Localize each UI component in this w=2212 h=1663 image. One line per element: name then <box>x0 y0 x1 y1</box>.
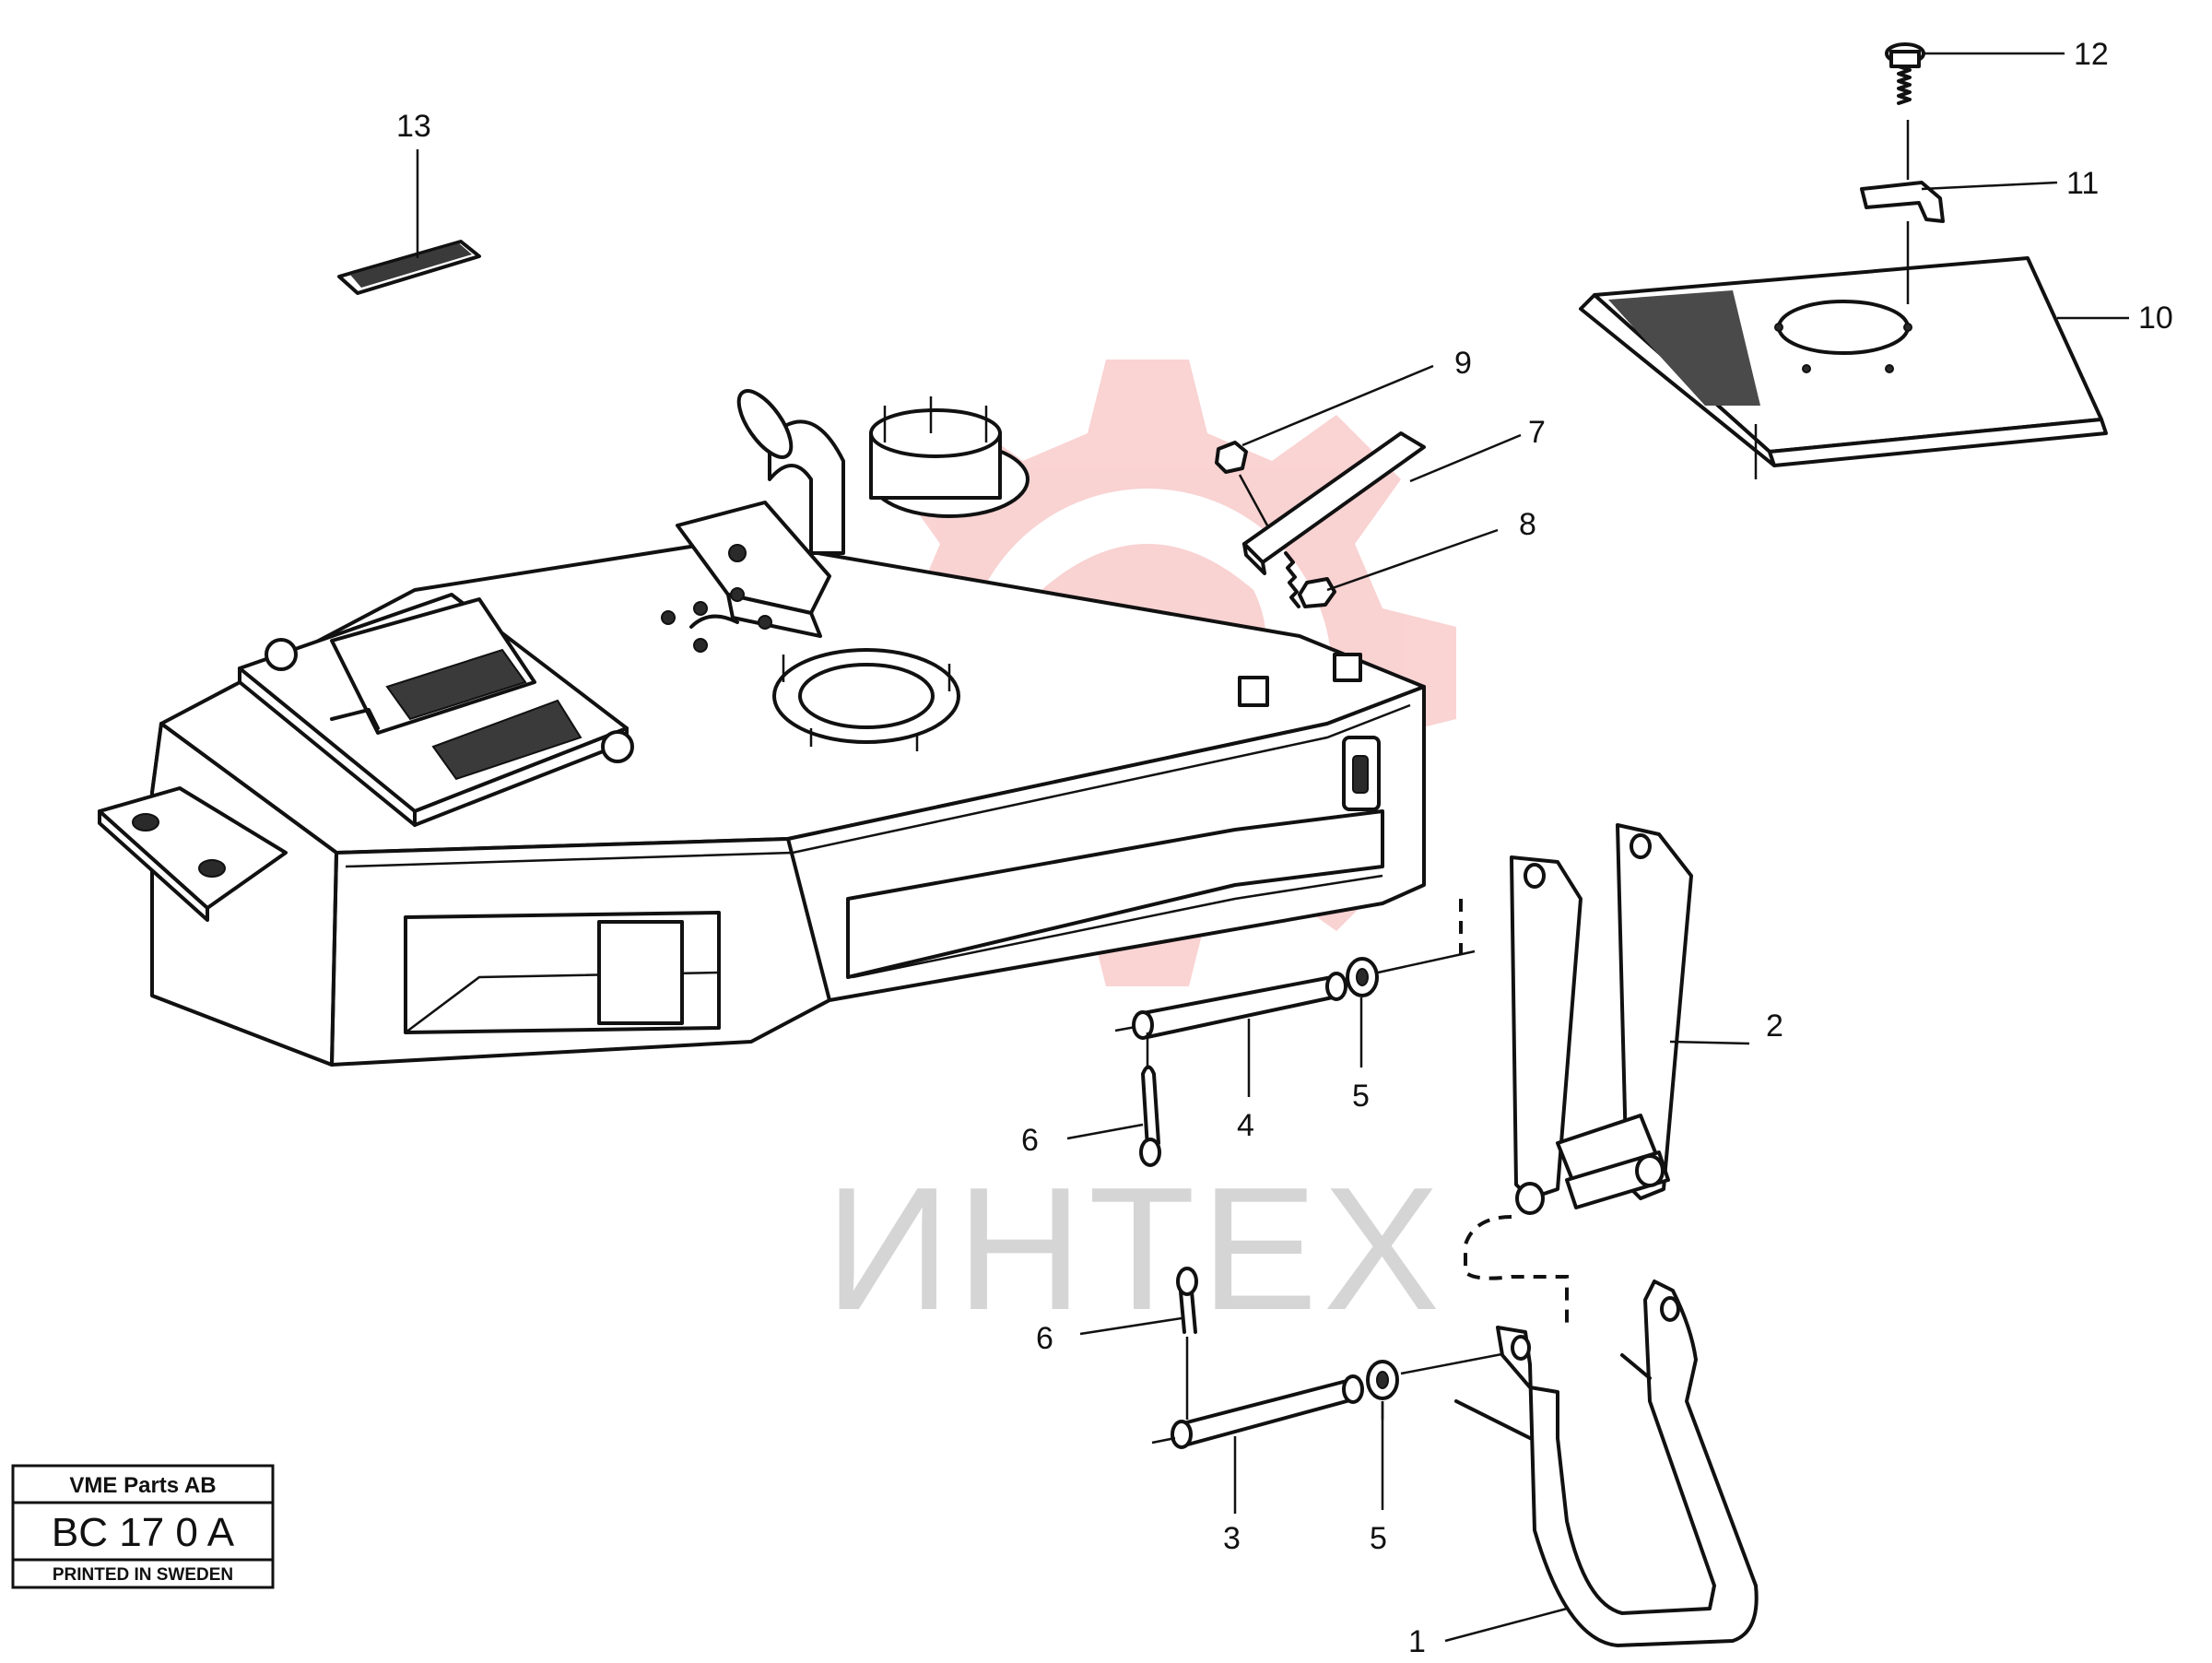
part-11-bracket <box>1860 181 1945 223</box>
callout-labels: 1 2 3 4 5 5 6 6 7 8 9 10 11 12 13 <box>396 37 2173 1659</box>
part-1-step <box>1454 1280 1759 1647</box>
part-10-cover-plate <box>1579 256 2108 479</box>
callout-5b: 5 <box>1370 1521 1387 1556</box>
frame-body <box>98 389 1426 1067</box>
stamp-company: VME Parts AB <box>69 1473 216 1498</box>
callout-3: 3 <box>1223 1521 1241 1556</box>
callout-4: 4 <box>1237 1108 1254 1143</box>
part-6-cotter-pin-upper <box>1139 1032 1161 1167</box>
callout-9: 9 <box>1454 346 1472 381</box>
part-7-clamp-plate <box>1242 431 1426 575</box>
callout-11: 11 <box>2066 166 2099 201</box>
callout-7: 7 <box>1528 415 1546 450</box>
part-8-bolt <box>1284 551 1336 608</box>
part-12-bolt <box>1885 42 1925 304</box>
part-13-label-plate <box>337 240 481 295</box>
part-6-cotter-pin-lower <box>1176 1267 1198 1420</box>
callout-2: 2 <box>1766 1008 1783 1044</box>
callout-8: 8 <box>1519 507 1536 542</box>
callout-12: 12 <box>2074 37 2109 72</box>
callout-13: 13 <box>396 109 431 144</box>
part-5-washer-upper <box>1346 949 1476 997</box>
title-stamp: VME Parts AB BC 17 0 A PRINTED IN SWEDEN <box>11 1464 275 1589</box>
part-4-pin <box>1114 972 1347 1040</box>
stamp-printed: PRINTED IN SWEDEN <box>53 1565 233 1585</box>
callout-10: 10 <box>2138 301 2173 336</box>
callout-6b: 6 <box>1036 1321 1053 1356</box>
part-5-washer-lower <box>1366 1350 1512 1420</box>
callout-5a: 5 <box>1352 1079 1370 1114</box>
part-2-step-bracket <box>1459 823 1693 1327</box>
watermark-text: ИНТЕХ <box>825 1151 1445 1347</box>
callout-1: 1 <box>1408 1624 1426 1659</box>
part-9-nut <box>1215 441 1269 526</box>
leader-lines <box>416 52 2129 1643</box>
part-3-pin <box>1151 1374 1364 1449</box>
callout-6a: 6 <box>1021 1123 1039 1158</box>
stamp-code: BC 17 0 A <box>52 1510 235 1555</box>
